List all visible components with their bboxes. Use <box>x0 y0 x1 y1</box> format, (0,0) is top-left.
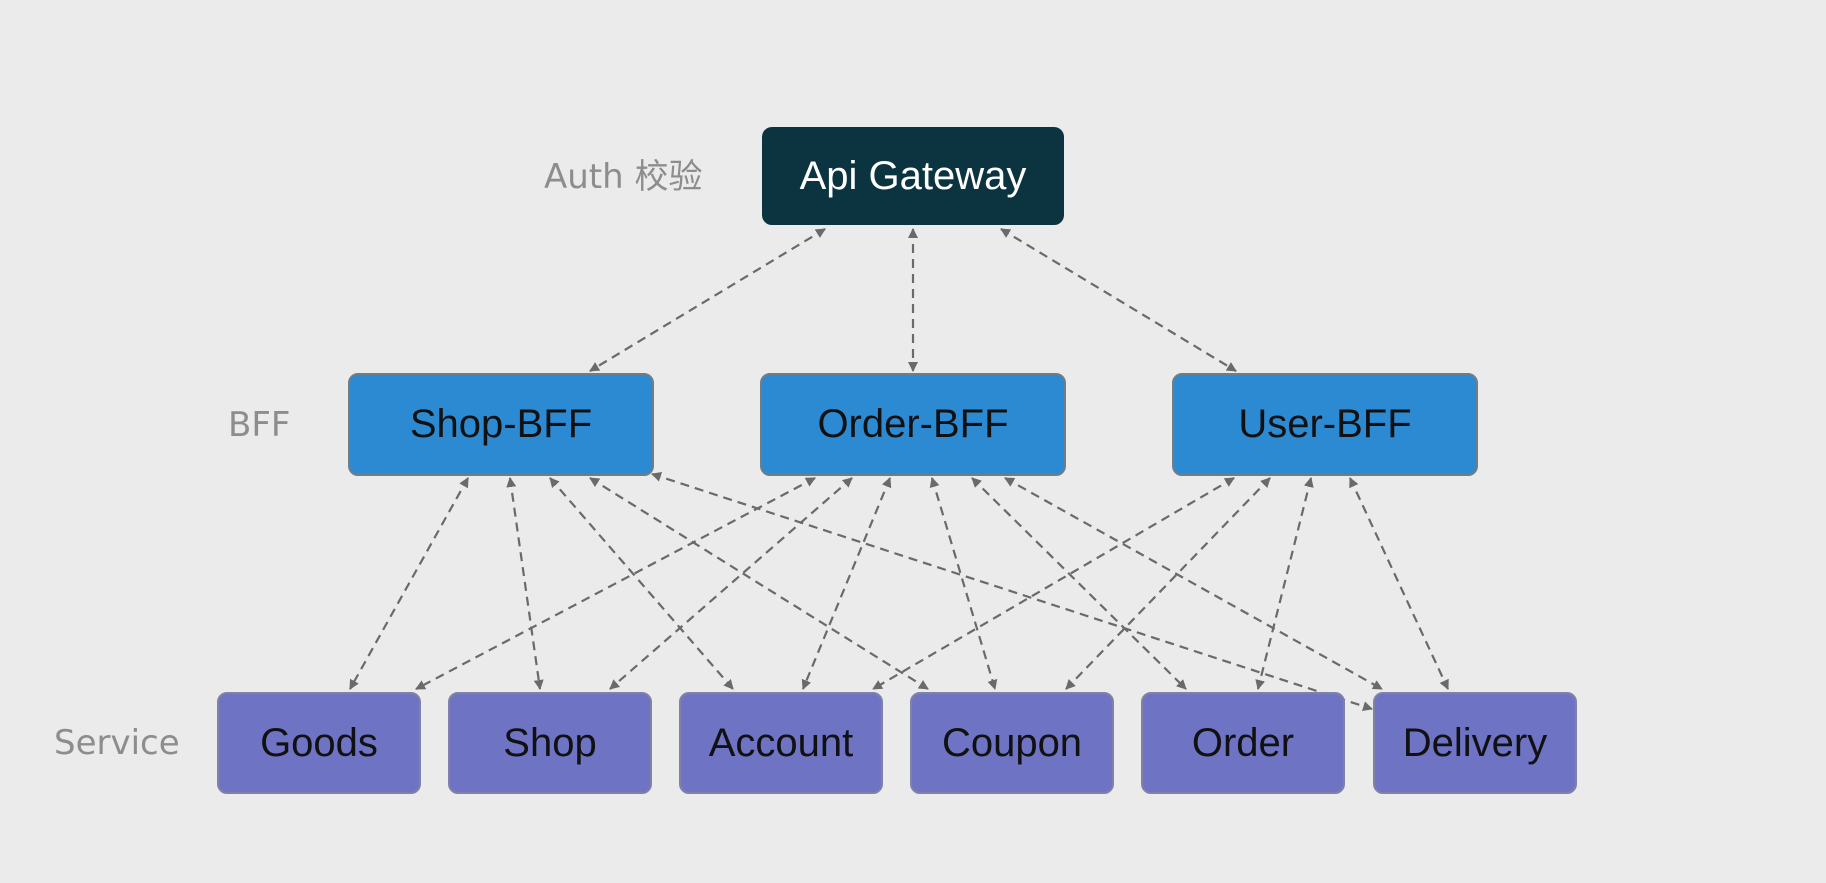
coupon-service-node: Coupon <box>910 692 1114 794</box>
shop-bff-delivery-edge <box>651 472 1373 711</box>
bff-layer-label: BFF <box>228 405 291 445</box>
order-bff-shop-edge <box>609 477 853 690</box>
user-bff-node: User-BFF <box>1172 373 1478 476</box>
order-bff-order-edge <box>971 477 1187 690</box>
api-gateway-node: Api Gateway <box>762 127 1064 225</box>
shop-bff-node: Shop-BFF <box>348 373 654 476</box>
gateway-shop-bff-edge <box>589 228 826 372</box>
account-service-node: Account <box>679 692 883 794</box>
order-bff-node: Order-BFF <box>760 373 1066 476</box>
user-bff-order-edge <box>1255 477 1314 690</box>
gateway-layer-label: Auth 校验 <box>544 157 703 197</box>
user-bff-coupon-edge <box>1065 477 1271 690</box>
order-service-node: Order <box>1141 692 1345 794</box>
service-layer-label: Service <box>54 723 180 763</box>
shop-service-node: Shop <box>448 692 652 794</box>
gateway-user-bff-edge <box>1000 228 1237 372</box>
delivery-service-node: Delivery <box>1373 692 1577 794</box>
user-bff-account-edge <box>872 477 1235 690</box>
order-bff-goods-edge <box>415 477 816 690</box>
shop-bff-shop-edge <box>506 477 544 690</box>
user-bff-delivery-edge <box>1349 477 1449 690</box>
goods-service-node: Goods <box>217 692 421 794</box>
shop-bff-goods-edge <box>349 477 469 690</box>
order-bff-delivery-edge <box>1004 477 1383 690</box>
